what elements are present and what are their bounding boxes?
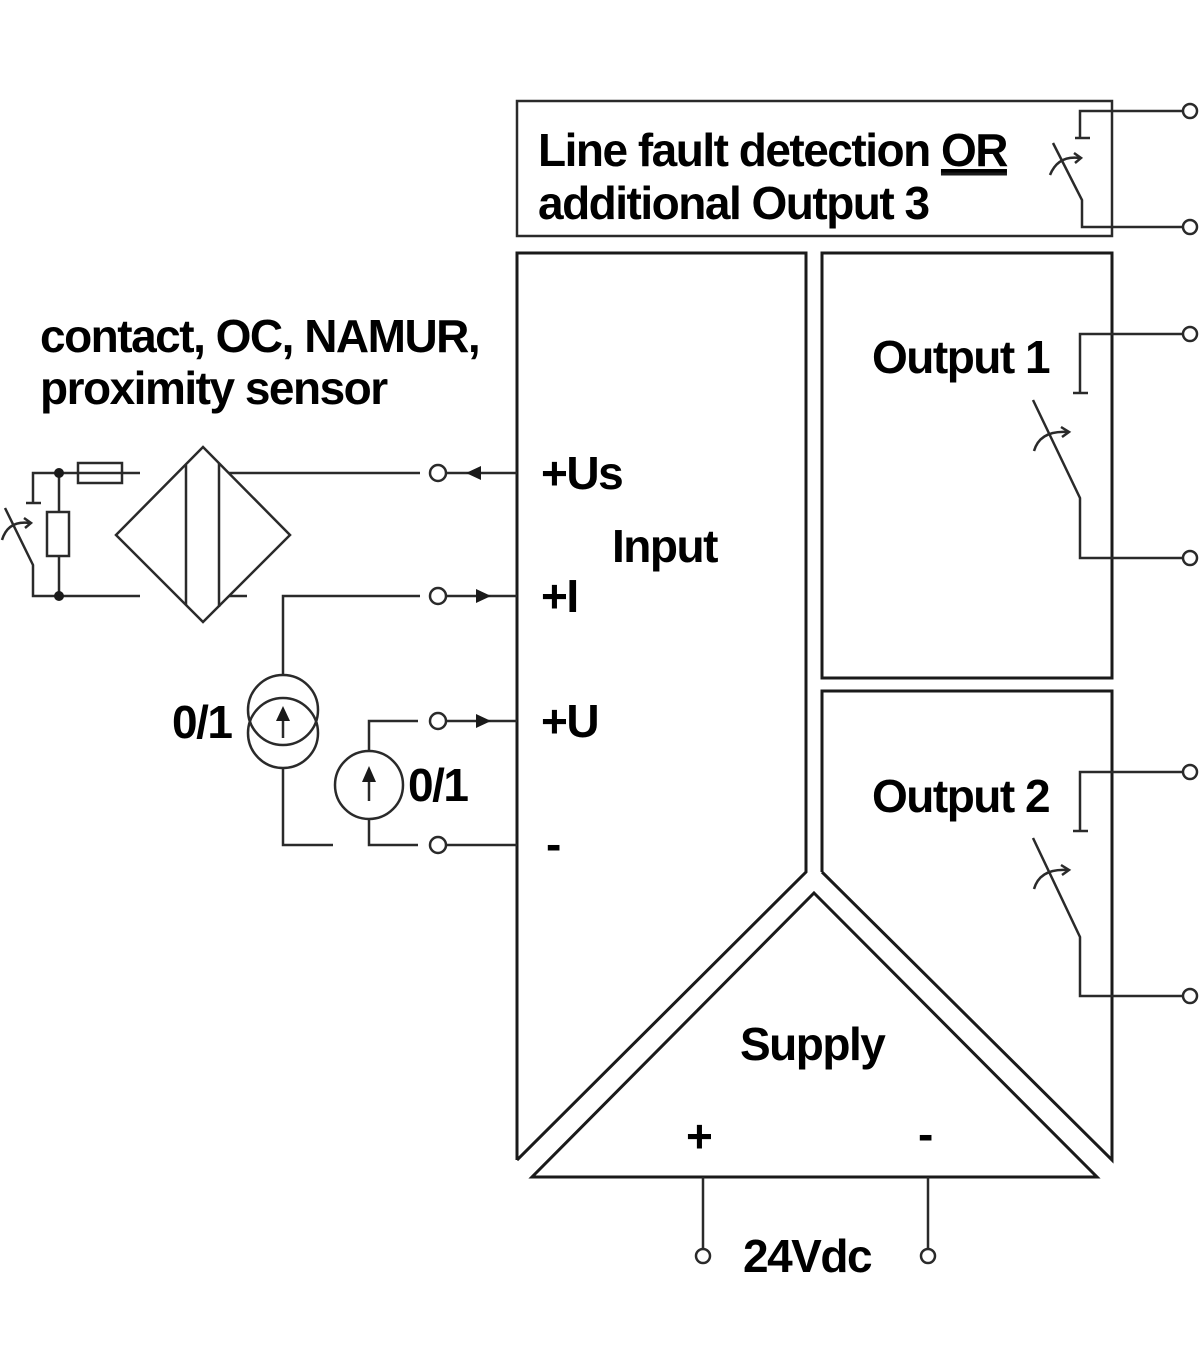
sensor-label-line2: proximity sensor [40, 362, 388, 414]
supply-voltage-label: 24Vdc [743, 1230, 872, 1282]
relay-contact-1-icon [1031, 332, 1187, 560]
input-frame [515, 251, 808, 1162]
input-block: Input +Us +I +U - [515, 251, 808, 1162]
terminal-output3-a [1181, 102, 1199, 120]
arrow-left-icon [466, 466, 481, 480]
input-title: Input [612, 520, 718, 572]
arrow-right-icon [476, 589, 491, 603]
relay-contact-2-icon [1031, 770, 1187, 998]
supply-title: Supply [740, 1018, 886, 1070]
terminal-u [428, 711, 448, 731]
output1-title: Output 1 [872, 331, 1050, 383]
terminal-minus [428, 835, 448, 855]
supply-plus-label: + [686, 1110, 711, 1162]
terminal-label-us: +Us [541, 447, 622, 499]
line-fault-title-line2: additional Output 3 [538, 177, 929, 229]
contact-resistor-network-icon [0, 461, 140, 601]
terminal-i [428, 586, 448, 606]
output2-frame [820, 689, 1114, 1164]
terminal-output3-b [1181, 218, 1199, 236]
supply-minus-label: - [918, 1108, 932, 1160]
voltage-source-icon [333, 719, 418, 847]
arrow-right-icon [476, 714, 491, 728]
terminal-us [428, 463, 448, 483]
terminal-supply-plus [694, 1247, 712, 1265]
sensor-label-line1: contact, OC, NAMUR, [40, 310, 479, 362]
line-fault-box: Line fault detection OR additional Outpu… [515, 99, 1199, 238]
supply-block: Supply + - 24Vdc [528, 890, 1101, 1282]
terminal-supply-minus [919, 1247, 937, 1265]
output2-title: Output 2 [872, 770, 1049, 822]
voltage-source-label: 0/1 [408, 759, 468, 811]
line-fault-title-line1: Line fault detection OR [538, 124, 1008, 176]
output2-block: Output 2 [820, 689, 1199, 1164]
current-source-label: 0/1 [172, 696, 232, 748]
terminal-label-minus: - [546, 818, 560, 870]
or-emphasis: OR [941, 124, 1008, 176]
terminal-output1-a [1181, 325, 1199, 343]
output1-block: Output 1 [820, 251, 1199, 680]
line-fault-frame [515, 99, 1114, 238]
supply-frame [528, 890, 1101, 1179]
terminal-output2-b [1181, 987, 1199, 1005]
namur-sensor-icon [114, 445, 420, 624]
terminal-output2-a [1181, 763, 1199, 781]
terminal-output1-b [1181, 549, 1199, 567]
input-terminals [428, 463, 517, 855]
relay-contact-3-icon [1048, 109, 1187, 229]
terminal-label-u: +U [541, 695, 598, 747]
current-source-icon [246, 594, 420, 847]
terminal-label-i: +I [541, 570, 578, 622]
output1-frame [820, 251, 1114, 680]
